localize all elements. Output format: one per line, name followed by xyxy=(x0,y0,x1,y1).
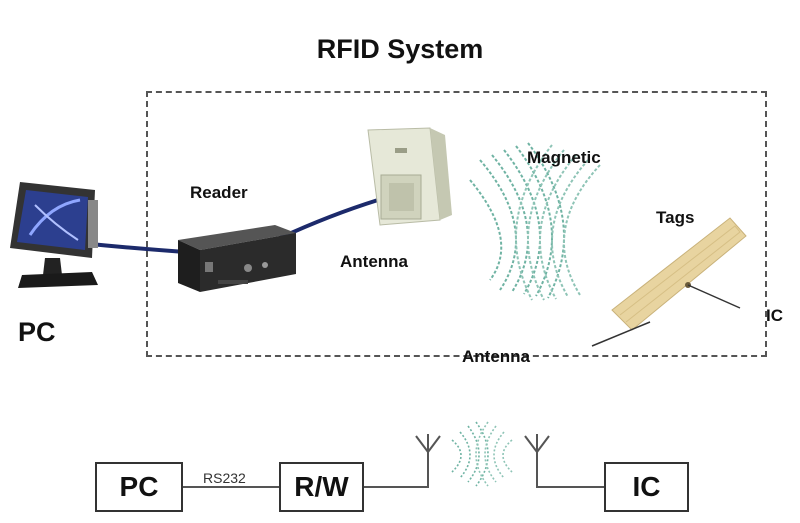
rs232-label: RS232 xyxy=(203,470,246,486)
reader-label: Reader xyxy=(190,183,248,202)
rw-block-label: R/W xyxy=(294,471,349,502)
block-wave-icon xyxy=(451,421,513,487)
diagram-title: RFID System xyxy=(316,34,484,64)
block-diagram-wiring xyxy=(183,434,604,488)
ic-block: IC xyxy=(604,462,689,512)
antenna-label: Antenna xyxy=(340,252,408,271)
system-boundary xyxy=(146,91,767,357)
ic-label: IC xyxy=(766,306,783,325)
tag-antenna-label: Antenna xyxy=(462,347,530,366)
pc-label: PC xyxy=(18,317,56,347)
pc-block: PC xyxy=(95,462,183,512)
ic-block-label: IC xyxy=(632,471,661,502)
rfid-tag-icon xyxy=(591,217,747,347)
tags-label: Tags xyxy=(656,208,695,227)
reader-antenna-cable xyxy=(279,198,379,240)
magnetic-label: Magnetic xyxy=(527,148,601,167)
reader-device-icon xyxy=(178,225,296,292)
reader-antenna-icon xyxy=(367,127,452,226)
magnetic-field-icon xyxy=(469,142,601,301)
rw-block: R/W xyxy=(279,462,364,512)
pc-monitor-icon xyxy=(10,182,98,288)
pc-block-label: PC xyxy=(119,471,159,502)
